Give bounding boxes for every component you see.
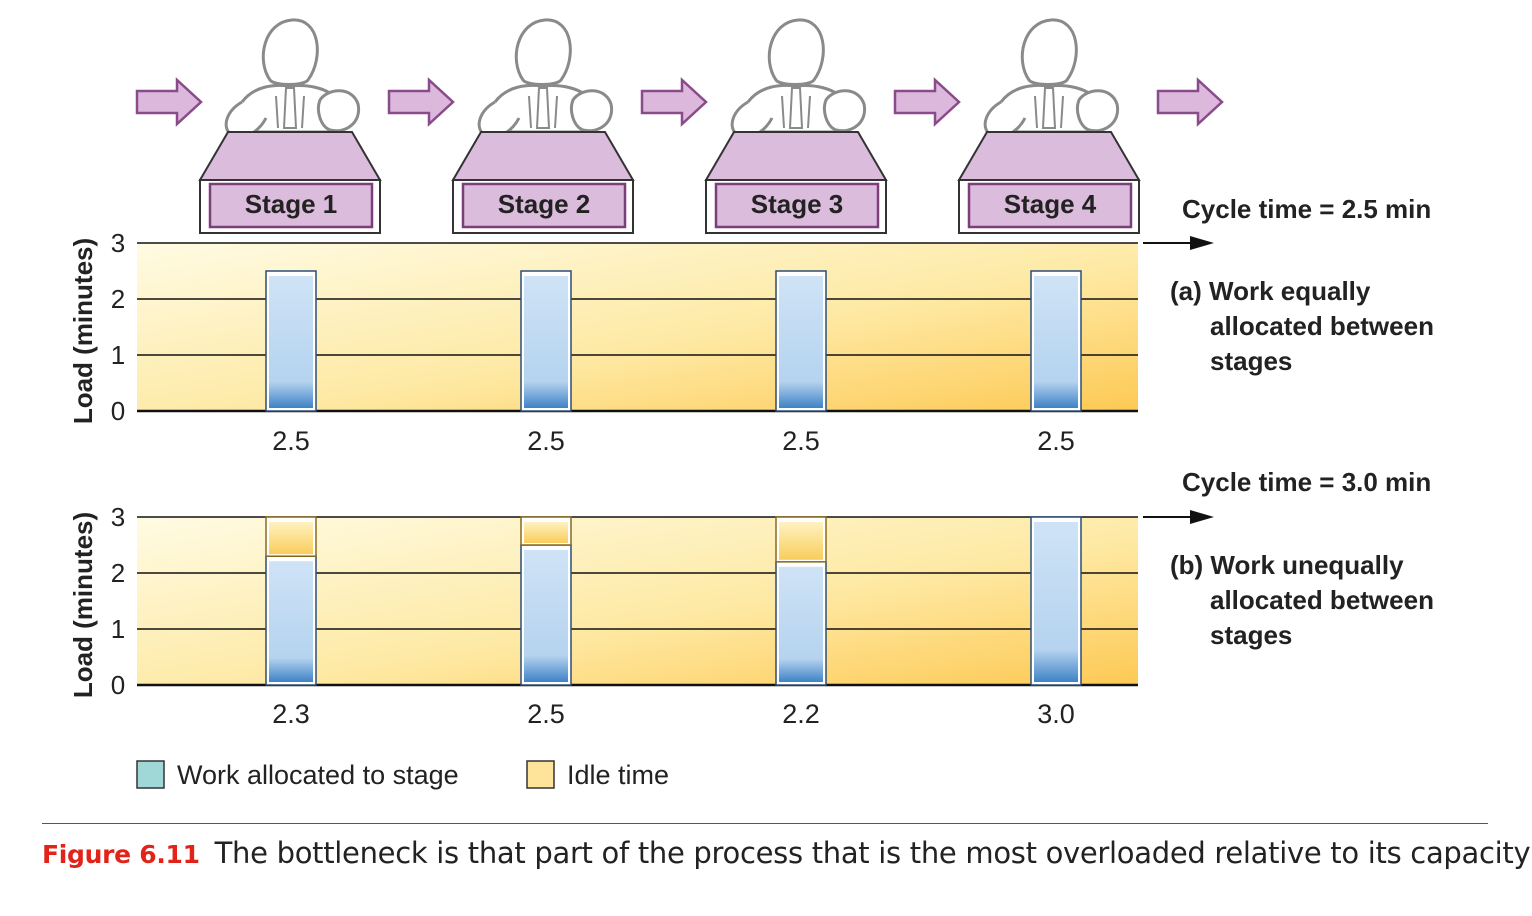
process-stages-illustration: Stage 1 Stage 2 Stage 3 Stage 4 — [135, 18, 1224, 234]
worker-hand-icon — [316, 89, 361, 133]
idle-bar-fill — [524, 522, 568, 543]
y-axis-label: Load (minutes) — [68, 238, 98, 424]
shirt-line-icon — [301, 95, 305, 129]
panel-subtitle: (a) Work equally — [1170, 276, 1371, 306]
stage-2-group: Stage 2 — [451, 18, 635, 234]
stage-label: Stage 4 — [1004, 189, 1097, 219]
work-bar-fill — [269, 561, 313, 682]
shirt-line-icon — [1034, 95, 1038, 129]
work-bar-fill — [1034, 276, 1078, 408]
desk-top-icon — [198, 131, 382, 181]
chart-panel-b: 0 1 2 3 Load (minutes) 2.3 2.5 2.2 3.0 Cycle time… — [68, 467, 1434, 729]
stage-label-box — [461, 182, 627, 229]
panel-subtitle: stages — [1210, 620, 1292, 650]
flow-arrow-icon — [387, 77, 455, 127]
worker-head-icon — [767, 18, 825, 86]
panel-subtitle: stages — [1210, 346, 1292, 376]
tie-icon — [282, 87, 298, 129]
tie-icon — [788, 87, 804, 129]
bar-value-label: 2.2 — [782, 699, 820, 729]
bar-value-label: 3.0 — [1037, 699, 1075, 729]
stage-label: Stage 1 — [245, 189, 338, 219]
stage-3-group: Stage 3 — [704, 18, 888, 234]
worker-head-icon — [261, 18, 319, 86]
legend-swatch-work — [136, 760, 165, 789]
figure-number: Figure 6.11 — [42, 840, 200, 869]
worker-hand-icon — [569, 89, 614, 133]
legend-label-work: Work allocated to stage — [177, 760, 459, 790]
idle-bar-fill — [269, 522, 313, 555]
chart-panel-a: 0 1 2 3 Load (minutes) 2.5 2.5 2.5 2.5 Cycle time… — [68, 194, 1434, 456]
work-bar-fill — [269, 276, 313, 408]
flow-arrow-icon — [1156, 77, 1224, 127]
shirt-line-icon — [807, 95, 811, 129]
desk-top-icon — [957, 131, 1141, 181]
idle-bar-fill — [779, 522, 823, 560]
panel-subtitle: allocated between — [1210, 585, 1434, 615]
y-tick-label: 2 — [111, 558, 125, 588]
work-bar-fill — [779, 566, 823, 682]
bar-value-label: 2.5 — [527, 426, 565, 456]
flow-arrow-icon — [893, 77, 961, 127]
worker-hand-icon — [822, 89, 867, 133]
shirt-line-icon — [781, 95, 785, 129]
bar-value-label: 2.5 — [527, 699, 565, 729]
y-tick-label: 1 — [111, 340, 125, 370]
arrowhead-icon — [1190, 236, 1214, 250]
legend: Work allocated to stage Idle time — [136, 760, 669, 790]
stage-label: Stage 3 — [751, 189, 844, 219]
y-tick-label: 1 — [111, 614, 125, 644]
shirt-line-icon — [275, 95, 279, 129]
y-tick-label: 3 — [111, 502, 125, 532]
cycle-time-annotation: Cycle time = 3.0 min — [1182, 467, 1431, 497]
worker-head-icon — [1020, 18, 1078, 86]
bar-value-label: 2.5 — [782, 426, 820, 456]
shirt-line-icon — [528, 95, 532, 129]
panel-subtitle: allocated between — [1210, 311, 1434, 341]
tie-icon — [1041, 87, 1057, 129]
stage-label: Stage 2 — [498, 189, 591, 219]
caption-divider — [42, 823, 1488, 824]
cycle-time-annotation: Cycle time = 2.5 min — [1182, 194, 1431, 224]
work-bar-fill — [1034, 522, 1078, 682]
legend-swatch-idle — [526, 760, 555, 789]
figure-caption: Figure 6.11 The bottleneck is that part … — [42, 836, 1531, 870]
stage-label-box — [714, 182, 880, 229]
y-tick-label: 2 — [111, 284, 125, 314]
tie-icon — [535, 87, 551, 129]
y-tick-label: 3 — [111, 228, 125, 258]
bar-value-label: 2.3 — [272, 699, 310, 729]
y-tick-label: 0 — [111, 396, 125, 426]
work-bar-fill — [779, 276, 823, 408]
y-axis-label: Load (minutes) — [68, 512, 98, 698]
flow-arrow-icon — [135, 77, 203, 127]
bar-value-label: 2.5 — [1037, 426, 1075, 456]
stage-1-group: Stage 1 — [198, 18, 382, 234]
stage-label-box — [967, 182, 1133, 229]
desk-top-icon — [451, 131, 635, 181]
work-bar-fill — [524, 550, 568, 682]
stage-4-group: Stage 4 — [957, 18, 1141, 234]
legend-label-idle: Idle time — [567, 760, 669, 790]
bar-value-label: 2.5 — [272, 426, 310, 456]
figure-caption-text: The bottleneck is that part of the proce… — [214, 836, 1531, 870]
work-bar-fill — [524, 276, 568, 408]
worker-head-icon — [514, 18, 572, 86]
desk-top-icon — [704, 131, 888, 181]
y-tick-label: 0 — [111, 670, 125, 700]
stage-label-box — [208, 182, 374, 229]
arrowhead-icon — [1190, 510, 1214, 524]
panel-subtitle: (b) Work unequally — [1170, 550, 1404, 580]
shirt-line-icon — [554, 95, 558, 129]
shirt-line-icon — [1060, 95, 1064, 129]
worker-hand-icon — [1075, 89, 1120, 133]
flow-arrow-icon — [640, 77, 708, 127]
